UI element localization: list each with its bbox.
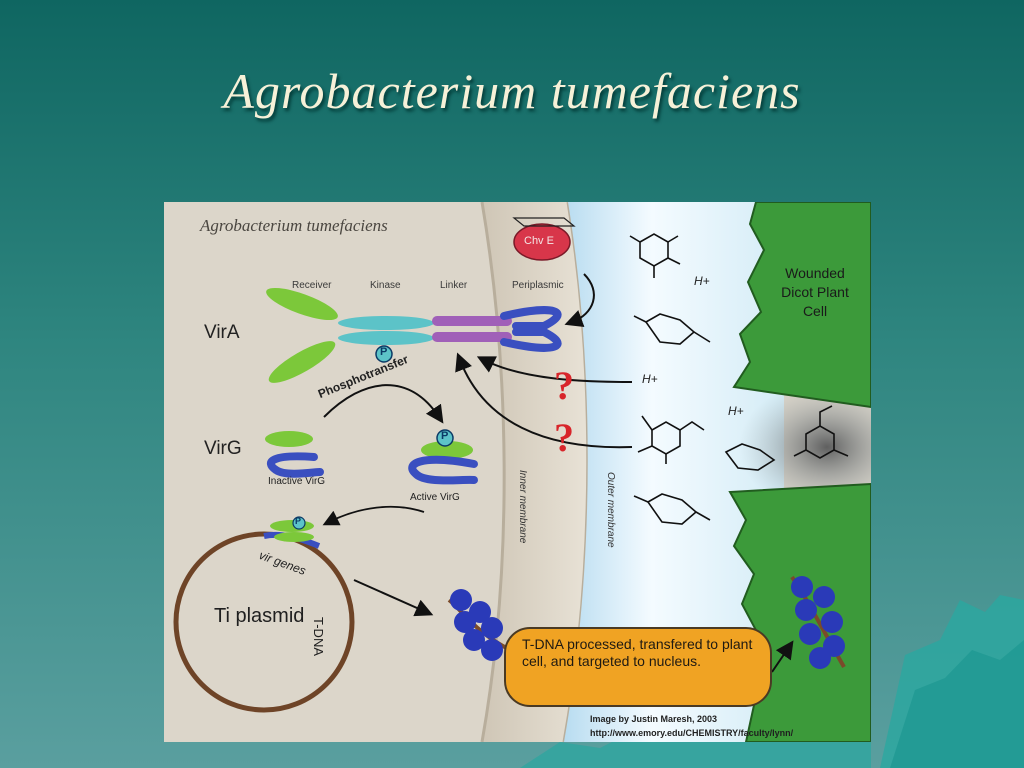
- phosphotransfer-arrow: [323, 384, 444, 424]
- linker-label: Linker: [440, 280, 468, 291]
- callout-arrow: [771, 640, 794, 673]
- inactive-virg: [265, 431, 324, 478]
- virg-binding-arrow: [322, 505, 425, 526]
- figure-title: Agrobacterium tumefaciens: [200, 216, 388, 235]
- phosphate-vir-genes: P: [295, 516, 302, 526]
- diagram-artwork: [173, 202, 871, 742]
- tdna-callout: T-DNA processed, transfered to plant cel…: [504, 627, 772, 707]
- outer-membrane-label: Outer membrane: [605, 472, 616, 548]
- proton-label-1: H+: [694, 274, 710, 288]
- question-mark-lower: ?: [554, 415, 574, 460]
- proton-arrow: [476, 356, 633, 383]
- active-virg-label: Active VirG: [410, 492, 460, 503]
- phosphate-active-virg: P: [441, 430, 449, 442]
- phosphate-vira: P: [380, 346, 388, 358]
- inactive-virg-label: Inactive VirG: [268, 476, 326, 487]
- tdna-label: T-DNA: [311, 617, 326, 656]
- slide-title: Agrobacterium tumefaciens: [223, 63, 801, 119]
- vira-protein: [266, 287, 562, 383]
- proton-label-2: H+: [642, 372, 658, 386]
- plant-cell-label: Wounded Dicot Plant Cell: [781, 265, 849, 319]
- image-credit: Image by Justin Maresh, 2003 http://www.…: [590, 714, 794, 738]
- agrobacterium-diagram: Agrobacterium tumefaciens Receiver Kinas…: [164, 202, 871, 742]
- question-mark-upper: ?: [554, 363, 574, 408]
- active-virg: [408, 429, 478, 485]
- virg-label: VirG: [204, 438, 242, 459]
- vir-genes-complex: [263, 516, 321, 549]
- vira-label: VirA: [204, 322, 240, 343]
- chve-label: Chv E: [524, 235, 554, 247]
- kinase-label: Kinase: [370, 280, 401, 291]
- phenolic-molecules: [629, 233, 849, 525]
- plant-cell-upper: [732, 202, 871, 409]
- ti-plasmid-label: Ti plasmid: [214, 605, 305, 627]
- tdna-complex-plant: [790, 575, 846, 669]
- chve-arrow: [564, 273, 595, 328]
- chve-protein: [513, 223, 571, 261]
- inner-membrane-label: Inner membrane: [517, 470, 528, 544]
- receiver-label: Receiver: [292, 280, 332, 291]
- tdna-complex-bacterial: [447, 589, 515, 661]
- phenolic-arrow: [455, 352, 633, 449]
- proton-label-3: H+: [728, 404, 744, 418]
- periplasmic-label: Periplasmic: [512, 280, 564, 291]
- tdna-export-arrow: [353, 579, 434, 617]
